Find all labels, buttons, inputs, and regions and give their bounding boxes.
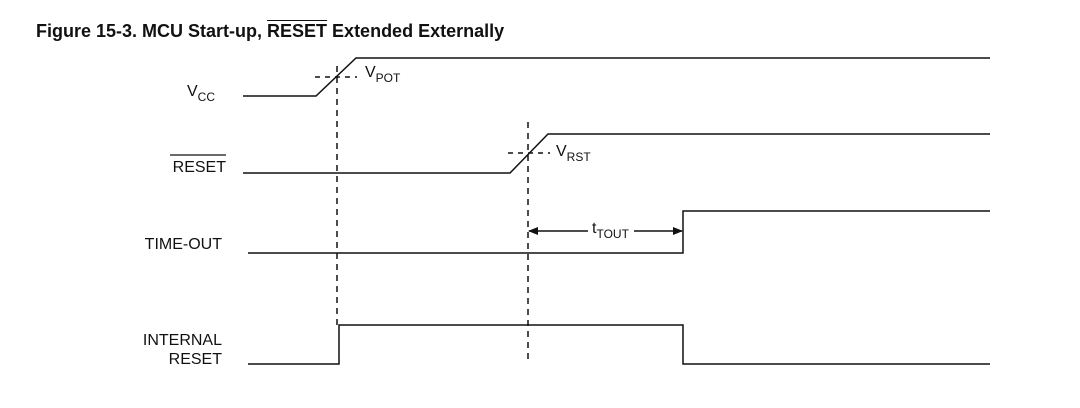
ttout-main: t <box>592 220 597 237</box>
reset-label: RESET <box>173 159 227 176</box>
vpot-main: V <box>365 64 376 81</box>
vrst-main: V <box>556 143 567 160</box>
ttout-annotation: tTOUT <box>592 220 630 241</box>
vpot-sub: POT <box>376 71 401 85</box>
vcc-label: VCC <box>187 83 215 104</box>
vrst-sub: RST <box>567 150 592 164</box>
vcc-label-sub: CC <box>198 90 216 104</box>
figure-title: Figure 15-3. MCU Start-up, RESET Extende… <box>36 21 504 42</box>
figure-title-suffix: Extended Externally <box>327 21 505 41</box>
internal-reset-label-line1: INTERNAL <box>143 332 222 349</box>
reset-waveform <box>243 133 990 174</box>
internal-reset-waveform <box>248 324 990 365</box>
vcc-label-main: V <box>187 83 198 100</box>
ttout-sub: TOUT <box>596 227 629 241</box>
internal-reset-label-line2: RESET <box>169 351 223 368</box>
vpot-annotation: VPOT <box>365 64 401 85</box>
figure-title-reset: RESET <box>267 21 328 41</box>
figure-title-prefix: Figure 15-3. MCU Start-up, <box>36 21 268 41</box>
timeout-label: TIME-OUT <box>145 236 223 253</box>
vrst-annotation: VRST <box>556 143 591 164</box>
timeout-waveform <box>248 210 990 254</box>
